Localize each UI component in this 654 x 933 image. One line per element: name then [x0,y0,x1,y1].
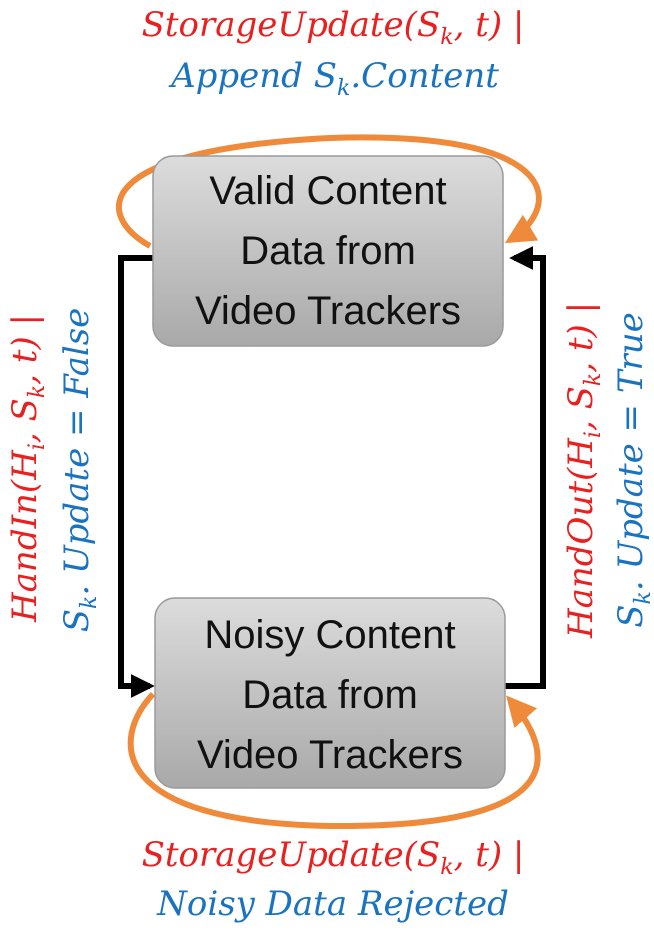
node-noisy-line2: Data from [242,673,418,717]
top-event-label: StorageUpdate(Sk, t) | [142,5,525,50]
node-valid-line1: Valid Content [209,169,446,213]
handout-transition-arrow [505,246,546,689]
top-action-label: Append Sk.Content [168,56,499,101]
node-valid-line3: Video Trackers [195,289,461,333]
right-condition-label: Sk. Update = True [611,312,654,628]
bottom-action-label: Noisy Data Rejected [156,884,509,924]
handin-transition-arrow [118,255,155,698]
node-noisy-content: Noisy Content Data from Video Trackers [154,597,506,789]
self-loop-arrow-noisy [127,691,541,830]
node-valid-line2: Data from [240,229,416,273]
left-condition-label: Sk. Update = False [57,308,102,633]
self-loop-arrow-valid [115,134,542,249]
node-noisy-line3: Video Trackers [197,733,463,777]
left-event-label: HandIn(Hi, Sk, t) | [5,314,50,623]
node-valid-content: Valid Content Data from Video Trackers [152,155,504,347]
bottom-event-label: StorageUpdate(Sk, t) | [142,835,525,880]
right-event-label: HandOut(Hi, Sk, t) | [561,302,606,639]
node-noisy-line1: Noisy Content [204,613,455,657]
